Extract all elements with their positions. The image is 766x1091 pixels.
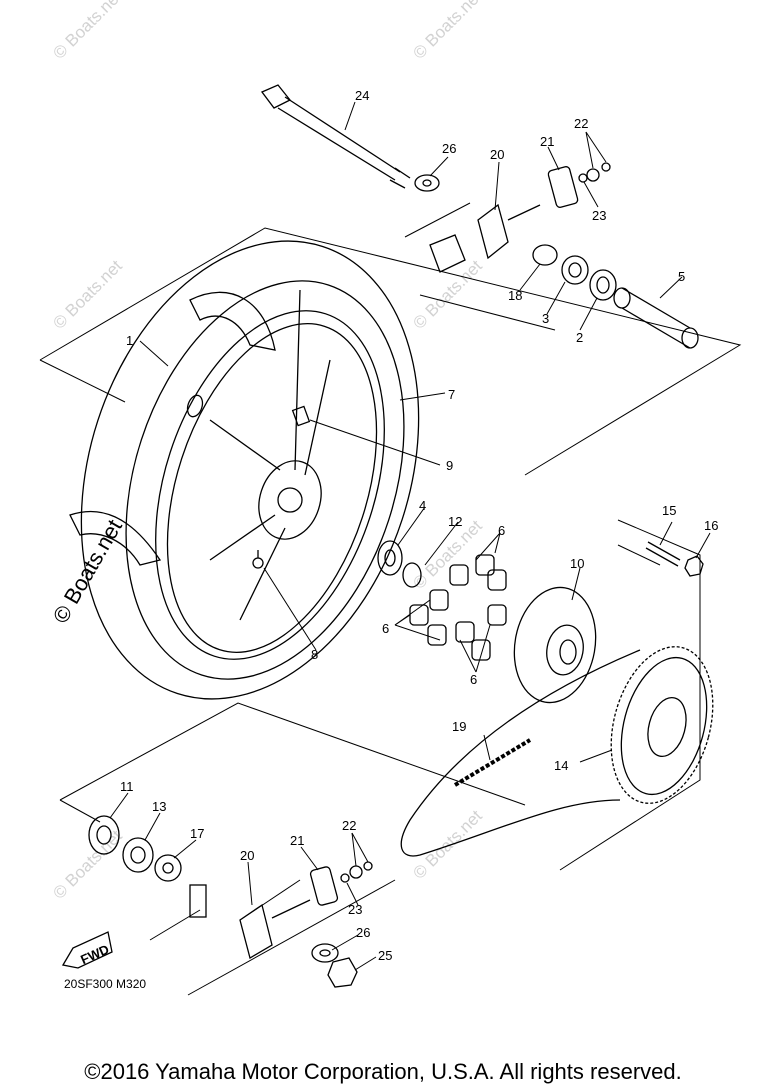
watermark-text-dark: © Boats.net	[48, 515, 127, 627]
oil-seal-3	[561, 255, 589, 285]
callout-15: 15	[662, 503, 676, 518]
chain-puller-20-bottom	[239, 899, 311, 959]
watermark-text: © Boats.net	[49, 0, 126, 63]
callout-8: 8	[311, 647, 318, 662]
callout-4: 4	[419, 498, 426, 513]
watermark-text: © Boats.net	[49, 256, 126, 333]
bracket	[189, 884, 207, 918]
callout-17: 17	[190, 826, 204, 841]
callout-21: 21	[290, 833, 304, 848]
callout-21: 21	[540, 134, 554, 149]
washer-23-top	[578, 173, 588, 183]
callout-2: 2	[576, 330, 583, 345]
callout-7: 7	[448, 387, 455, 402]
callout-6: 6	[382, 621, 389, 636]
callout-19: 19	[452, 719, 466, 734]
callout-11: 11	[120, 779, 134, 794]
callout-3: 3	[542, 311, 549, 326]
stud-15	[645, 541, 681, 567]
callout-26: 26	[442, 141, 456, 156]
axle-24	[260, 84, 411, 189]
watermark-text: © Boats.net	[49, 826, 126, 903]
callout-6: 6	[498, 523, 505, 538]
axle-nut-25	[327, 957, 358, 988]
fwd-label: FWD	[78, 941, 111, 967]
washer-23-bottom	[340, 873, 350, 883]
callout-16: 16	[704, 518, 718, 533]
collar-18	[532, 244, 558, 266]
callout-10: 10	[570, 556, 584, 571]
tire-7	[80, 240, 420, 700]
callout-23: 23	[592, 208, 606, 223]
sprocket-14	[610, 646, 714, 804]
watermark-text: © Boats.net	[409, 806, 486, 883]
callout-5: 5	[678, 269, 685, 284]
rear-wheel-parts-diagram: © Boats.net © Boats.net © Boats.net © Bo…	[39, 0, 742, 996]
drive-chain-19	[400, 649, 641, 857]
leader-lines	[109, 101, 711, 971]
adjuster-21-top	[547, 166, 579, 208]
bearing-11	[88, 815, 120, 855]
watermark-text: © Boats.net	[409, 0, 486, 63]
callout-25: 25	[378, 948, 392, 963]
callout-18: 18	[508, 288, 522, 303]
sprocket-hub-10	[513, 586, 597, 704]
callouts: 24 26 20 21 22 23 18 3 2 5 1 7 9 4 12 6 …	[64, 88, 718, 991]
washer-26-top	[414, 174, 440, 192]
adjuster-21-bottom	[309, 866, 339, 906]
callout-12: 12	[448, 514, 462, 529]
fwd-arrow-icon	[61, 931, 113, 969]
oil-seal-13	[122, 837, 154, 873]
callout-1: 1	[126, 333, 133, 348]
callout-22: 22	[342, 818, 356, 833]
chain-puller-20-top	[429, 203, 541, 273]
copyright-notice: ©2016 Yamaha Motor Corporation, U.S.A. A…	[84, 1059, 682, 1084]
nut-22-bottom	[349, 865, 363, 879]
callout-23: 23	[348, 902, 362, 917]
spacer-5	[613, 287, 699, 349]
frame-lines	[39, 202, 742, 996]
callout-20: 20	[240, 848, 254, 863]
callout-26: 26	[356, 925, 370, 940]
callout-6: 6	[470, 672, 477, 687]
callout-22: 22	[574, 116, 588, 131]
rear-wheel-1	[69, 280, 405, 680]
callout-20: 20	[490, 147, 504, 162]
nut-22-top	[586, 168, 600, 182]
callout-9: 9	[446, 458, 453, 473]
callout-14: 14	[554, 758, 568, 773]
collar-17	[154, 854, 182, 882]
valve-9	[291, 405, 311, 427]
bearing-4	[377, 540, 403, 576]
washer-26-bottom	[311, 943, 339, 963]
collar-12	[402, 562, 422, 588]
callout-13: 13	[152, 799, 166, 814]
balance-weight-8	[252, 550, 264, 569]
bearing-2	[589, 269, 617, 301]
diagram-code: 20SF300 M320	[64, 977, 146, 991]
callout-24: 24	[355, 88, 369, 103]
